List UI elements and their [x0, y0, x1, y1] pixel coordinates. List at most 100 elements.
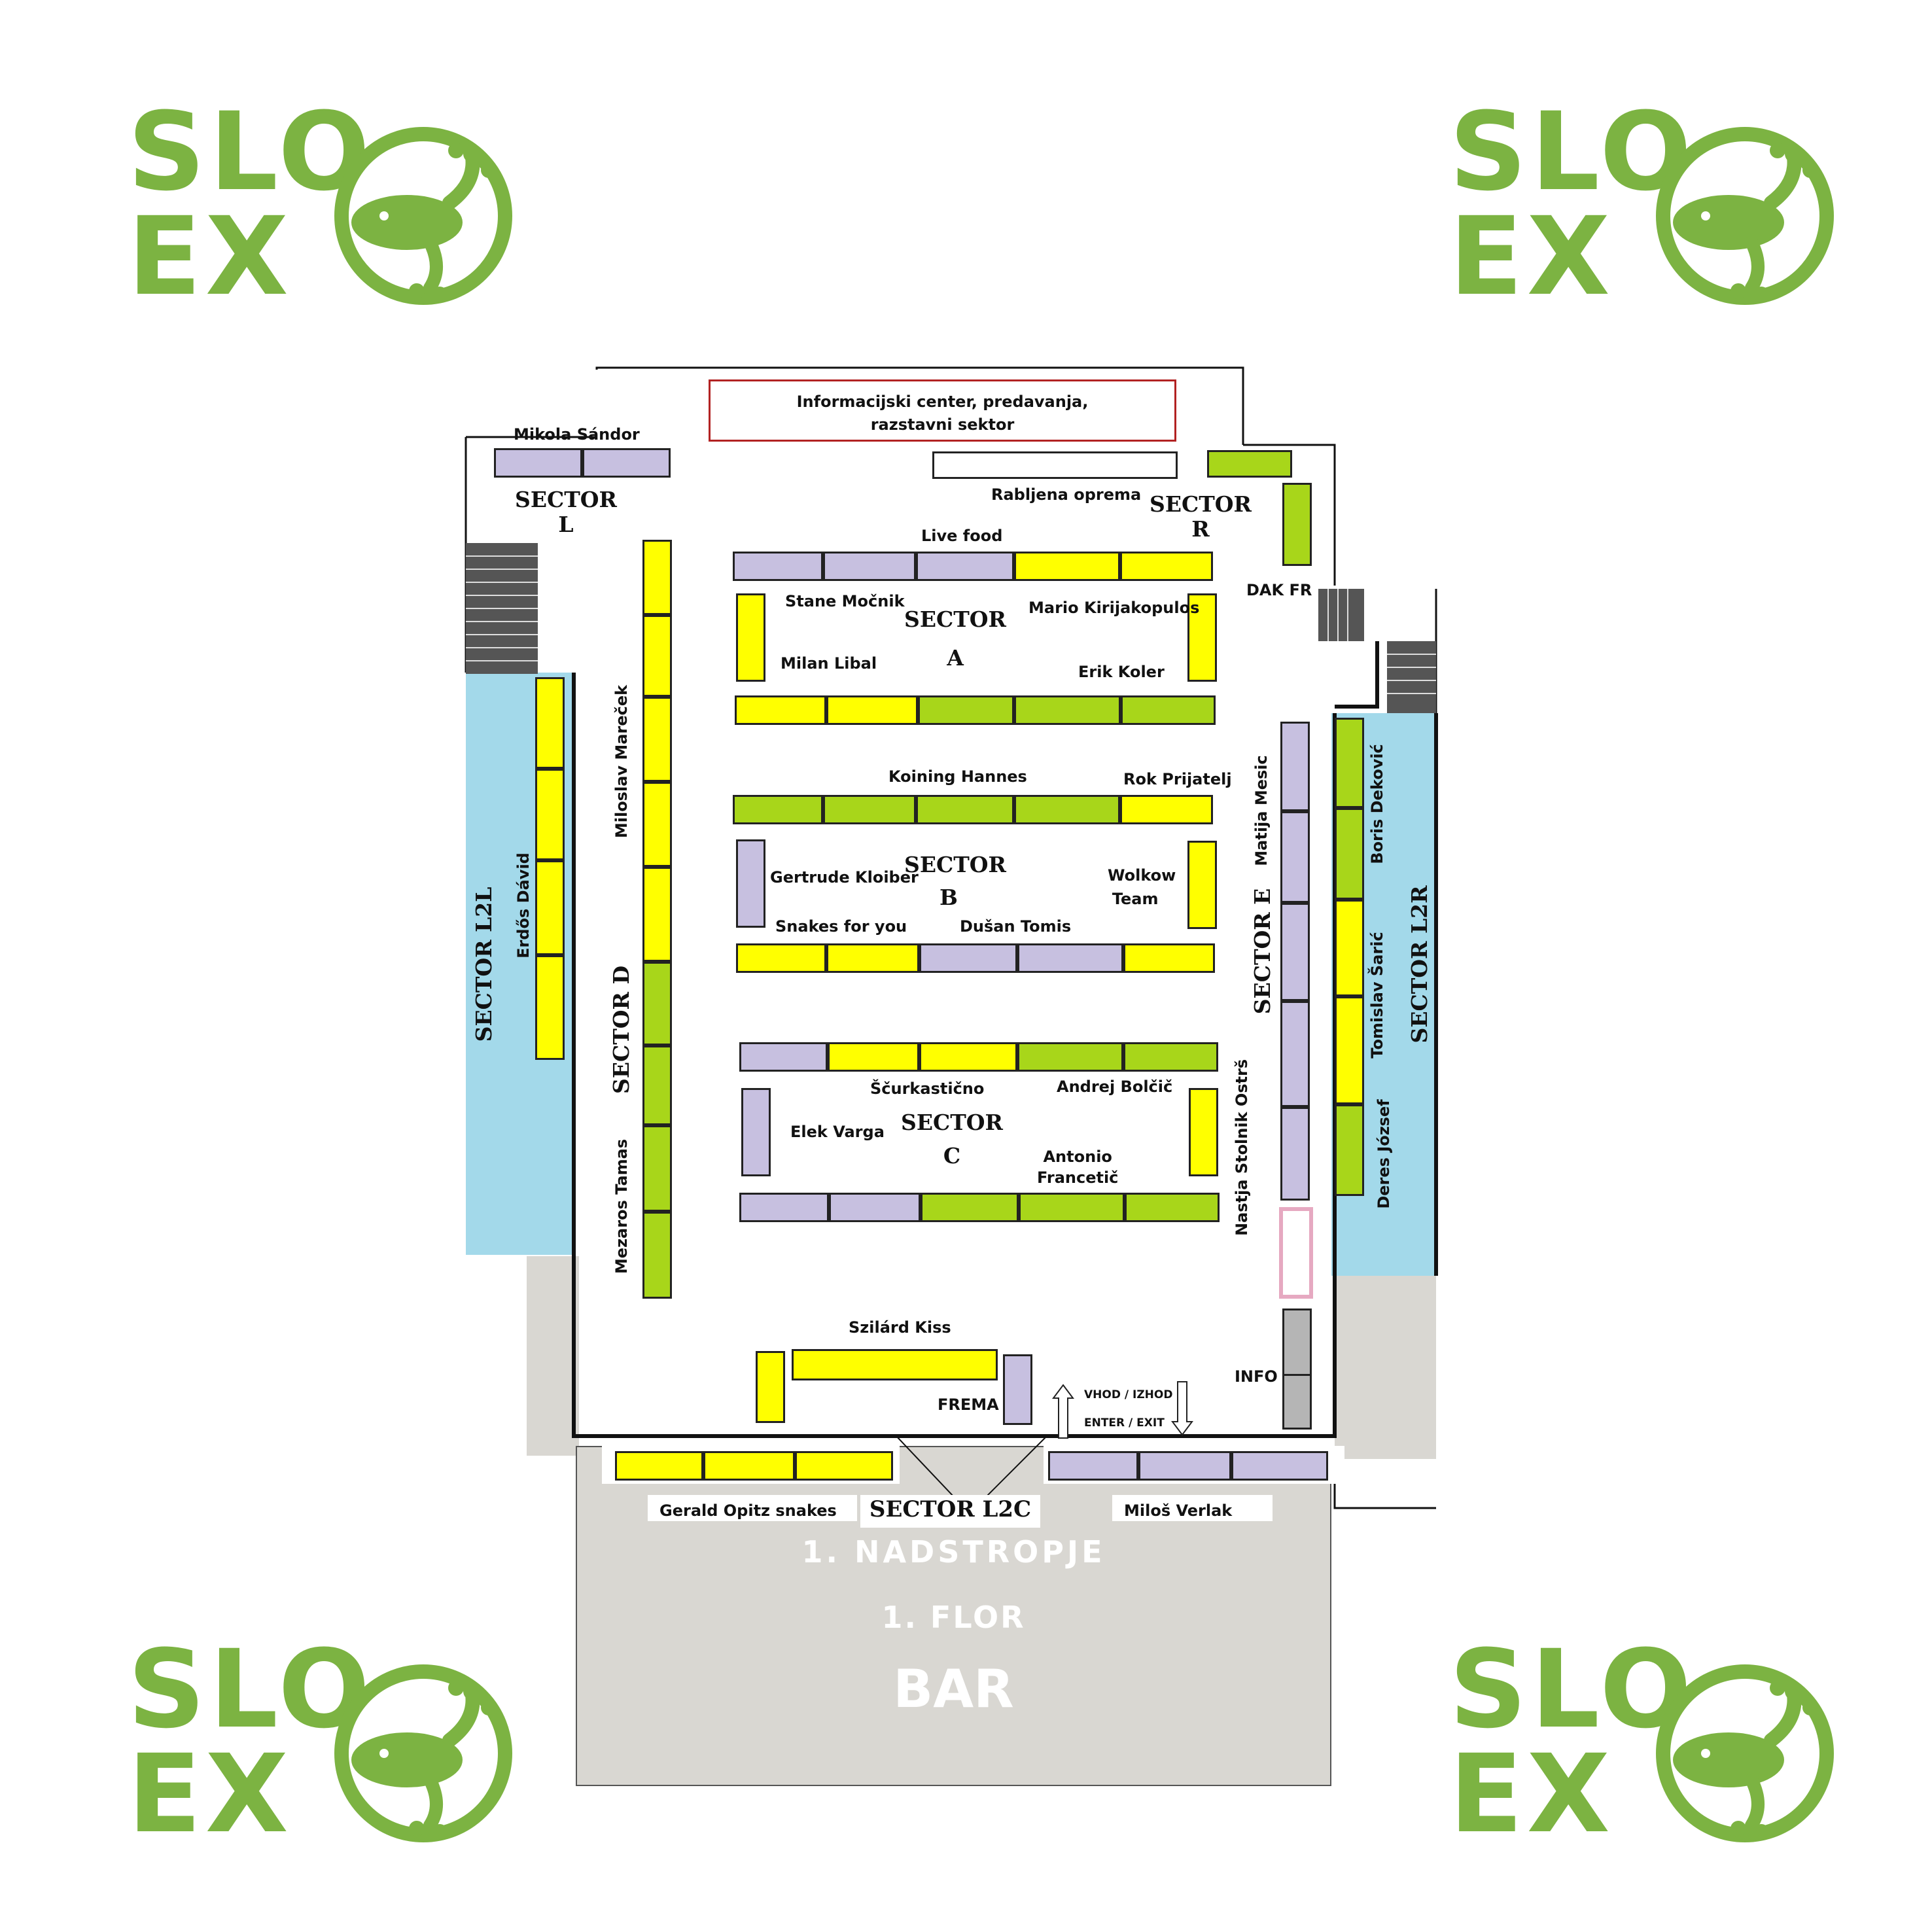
- booth-sector-a-top-1[interactable]: [823, 552, 916, 581]
- booth-pink[interactable]: [1279, 1207, 1313, 1299]
- booth-sector-l2l-0[interactable]: [535, 677, 565, 769]
- sector-a-line2: A: [947, 645, 964, 671]
- booth-sector-a-right[interactable]: [1187, 593, 1217, 682]
- booth-sector-c-top-1[interactable]: [828, 1042, 919, 1072]
- booth-l2c-right-0[interactable]: [1048, 1451, 1138, 1481]
- booth-sector-c-left[interactable]: [741, 1088, 771, 1176]
- booth-sector-c-right[interactable]: [1189, 1088, 1218, 1176]
- booth-sector-b-bottom-2[interactable]: [919, 943, 1017, 973]
- label-live-food: Live food: [921, 527, 1003, 545]
- booth-sector-c-bottom-0[interactable]: [739, 1193, 829, 1222]
- label-antonio-line1: Antonio: [1043, 1148, 1112, 1166]
- booth-sector-c-bottom-2[interactable]: [921, 1193, 1019, 1222]
- booth-sector-d-0[interactable]: [642, 540, 672, 615]
- booth-sector-e-0[interactable]: [1280, 722, 1310, 811]
- booth-sector-d-3[interactable]: [642, 782, 672, 867]
- sector-r-line2: R: [1191, 516, 1210, 542]
- logo-text-slo: SLO: [1449, 1626, 1696, 1752]
- booth-sector-b-bottom-3[interactable]: [1017, 943, 1123, 973]
- booth-sector-b-bottom-0[interactable]: [736, 943, 826, 973]
- booth-sector-e-4[interactable]: [1280, 1107, 1310, 1201]
- exit-down-arrow-icon: [1171, 1381, 1193, 1436]
- floor-label-bar: BAR: [893, 1659, 1014, 1719]
- booth-szilard[interactable]: [792, 1349, 998, 1380]
- booth-sector-d-5[interactable]: [642, 962, 672, 1045]
- logo-text-ex: EX: [128, 194, 292, 319]
- booth-l2c-left-2[interactable]: [795, 1451, 893, 1481]
- booth-sector-l-0[interactable]: [494, 448, 582, 478]
- booth-l2c-right-1[interactable]: [1138, 1451, 1231, 1481]
- booth-sector-l2l-3[interactable]: [535, 955, 565, 1060]
- booth-sector-b-bottom-4[interactable]: [1123, 943, 1215, 973]
- booth-sector-a-bottom-1[interactable]: [826, 695, 918, 725]
- booth-sector-l2r-0[interactable]: [1335, 718, 1364, 808]
- booth-sector-d-7[interactable]: [642, 1125, 672, 1212]
- label-milos: Miloš Verlak: [1124, 1502, 1233, 1520]
- booth-sector-e-2[interactable]: [1280, 903, 1310, 1001]
- booth-l2c-left-1[interactable]: [703, 1451, 795, 1481]
- info-center-box: [709, 379, 1176, 442]
- booth-sector-l2r-3[interactable]: [1335, 996, 1364, 1104]
- booth-sector-a-top-0[interactable]: [733, 552, 823, 581]
- booth-sector-c-top-4[interactable]: [1123, 1042, 1218, 1072]
- sector-c-line1: SECTOR: [901, 1110, 1003, 1135]
- booth-sector-d-6[interactable]: [642, 1045, 672, 1125]
- booth-sector-l2r-4[interactable]: [1335, 1104, 1364, 1196]
- booth-sector-e-1[interactable]: [1280, 811, 1310, 903]
- booth-sector-a-top-4[interactable]: [1120, 552, 1213, 581]
- booth-sector-c-top-2[interactable]: [919, 1042, 1017, 1072]
- booth-sector-l2l-2[interactable]: [535, 860, 565, 955]
- label-erik: Erik Koler: [1078, 663, 1165, 681]
- booth-sector-b-right[interactable]: [1187, 841, 1217, 929]
- booth-sector-e-3[interactable]: [1280, 1001, 1310, 1107]
- booth-l2c-left-0[interactable]: [615, 1451, 703, 1481]
- booth-sector-b-bottom-1[interactable]: [826, 943, 919, 973]
- label-rabljena: Rabljena oprema: [991, 485, 1142, 504]
- booth-sector-a-bottom-3[interactable]: [1014, 695, 1121, 725]
- booth-sector-a-top-3[interactable]: [1014, 552, 1120, 581]
- booth-sector-a-bottom-4[interactable]: [1121, 695, 1216, 725]
- booth-sector-b-top-1[interactable]: [823, 795, 916, 824]
- label-frema: FREMA: [938, 1396, 999, 1414]
- booth-bottom-left[interactable]: [756, 1351, 785, 1423]
- booth-sector-d-2[interactable]: [642, 697, 672, 782]
- label-mario: Mario Kirijakopulos: [1028, 599, 1200, 617]
- label-matija: Matija Mesic: [1252, 755, 1271, 866]
- booth-sector-a-bottom-0[interactable]: [735, 695, 826, 725]
- booth-info[interactable]: [1282, 1308, 1312, 1430]
- booth-sector-b-top-0[interactable]: [733, 795, 823, 824]
- booth-rabljena[interactable]: [932, 451, 1178, 479]
- booth-sector-b-left[interactable]: [736, 839, 765, 928]
- label-bg-milos: [1112, 1495, 1273, 1521]
- label-antonio: Antonio Francetič: [1037, 1146, 1118, 1189]
- logo-text-slo: SLO: [128, 89, 374, 215]
- label-koining: Koining Hannes: [888, 767, 1027, 786]
- booth-sector-l-1[interactable]: [582, 448, 671, 478]
- booth-sector-d-1[interactable]: [642, 615, 672, 697]
- booth-sector-a-bottom-2[interactable]: [918, 695, 1014, 725]
- booth-sector-b-top-3[interactable]: [1014, 795, 1120, 824]
- booth-sector-r-h[interactable]: [1207, 450, 1292, 478]
- booth-sector-c-bottom-3[interactable]: [1019, 1193, 1125, 1222]
- booth-sector-c-bottom-4[interactable]: [1125, 1193, 1220, 1222]
- logo-text-slo: SLO: [128, 1626, 374, 1752]
- booth-sector-a-left[interactable]: [736, 593, 765, 682]
- booth-sector-d-8[interactable]: [642, 1212, 672, 1299]
- booth-frema[interactable]: [1003, 1354, 1032, 1425]
- booth-sector-l2r-1[interactable]: [1335, 808, 1364, 900]
- booth-sector-b-top-2[interactable]: [916, 795, 1014, 824]
- booth-sector-c-top-3[interactable]: [1017, 1042, 1123, 1072]
- sector-r-label: SECTOR R: [1132, 492, 1269, 542]
- stairs-right: [1318, 589, 1436, 713]
- booth-sector-r-v[interactable]: [1282, 483, 1312, 566]
- booth-sector-c-top-0[interactable]: [739, 1042, 828, 1072]
- booth-sector-a-top-2[interactable]: [916, 552, 1014, 581]
- booth-sector-l2r-2[interactable]: [1335, 900, 1364, 996]
- label-mezaros: Mezaros Tamas: [612, 1138, 631, 1274]
- booth-sector-c-bottom-1[interactable]: [829, 1193, 921, 1222]
- booth-l2c-right-2[interactable]: [1231, 1451, 1328, 1481]
- label-wolkow-line2: Team: [1112, 890, 1159, 908]
- booth-sector-b-top-4[interactable]: [1120, 795, 1213, 824]
- booth-sector-d-4[interactable]: [642, 867, 672, 962]
- booth-sector-l2l-1[interactable]: [535, 769, 565, 860]
